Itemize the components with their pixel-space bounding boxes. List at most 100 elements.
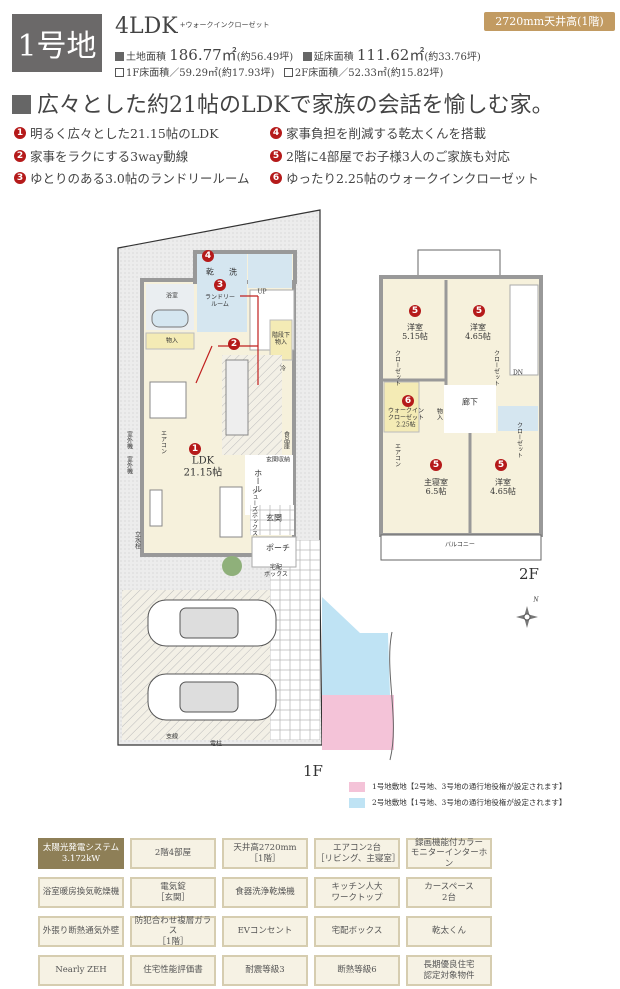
floor-label-2f: 2F (519, 565, 539, 583)
room-label-master: 主寝室 6.5帖 (424, 477, 448, 496)
up-label: UP (257, 288, 267, 296)
storage (145, 332, 195, 350)
outdoor-unit-label: 室外機 (125, 431, 133, 449)
dining-table (149, 381, 187, 419)
feature-text: 家事をラクにする3way動線 (30, 149, 189, 164)
room-label-ldk: LDK 21.15帖 (183, 455, 223, 479)
land-area-tsubo: (約56.49坪) (236, 52, 294, 63)
square-outline-icon (283, 68, 293, 77)
square-outline-icon (115, 68, 124, 77)
toilet-2f (498, 406, 538, 431)
walkway (270, 540, 320, 740)
equipment-grid: 太陽光発電システム 3.172kW 2階4部屋 天井高2720mm ［1階］ エ… (38, 838, 492, 986)
floor-area-tsubo: (約33.76坪) (424, 52, 481, 63)
bathtub (151, 309, 189, 328)
legend-item-lot-2: 2号地敷地【1号地、3号地の通行地役権が設定されます】 (349, 797, 566, 808)
equipment-item: 長期優良住宅 認定対象物件 (406, 955, 492, 986)
shoe-box-label: シューズボックス (250, 488, 258, 536)
room-label-wic: ウォークイン クローゼット 2.25帖 (387, 407, 425, 429)
legend-text: 1号地敷地【2号地、3号地の通行地役権が設定されます】 (372, 782, 567, 791)
faucet-label: 立水栓 (133, 531, 141, 549)
equipment-item: カースペース 2台 (406, 877, 492, 908)
area-row-1: 土地面積 186.77㎡(約56.49坪) 延床面積 111.62㎡(約33.7… (115, 44, 481, 65)
feature-text: 明るく広々とした21.15帖のLDK (30, 126, 219, 141)
marker-1: 1 (189, 443, 201, 455)
equipment-item: 浴室暖房換気乾燥機 (38, 877, 124, 908)
square-icon (302, 52, 312, 61)
compass-north-label: N (533, 596, 539, 604)
marker-2: 2 (228, 338, 240, 350)
f1-area: 1F床面積／59.29㎡(約17.93坪) (126, 68, 275, 79)
equipment-item: エアコン2台 ［リビング、主寝室］ (314, 838, 400, 869)
equipment-item: 太陽光発電システム 3.172kW (38, 838, 124, 869)
room-label-hallway: 廊下 (462, 397, 478, 407)
car-icon (147, 599, 277, 647)
closet-label: クローゼット (393, 350, 401, 386)
square-icon (115, 52, 124, 61)
room-label-wash: 洗 (229, 267, 237, 277)
equipment-item: 乾太くん (406, 916, 492, 947)
legend-item-lot-1: 1号地敷地【2号地、3号地の通行地役権が設定されます】 (349, 781, 566, 792)
lot-2-area (322, 597, 390, 695)
balcony-bottom (380, 534, 542, 561)
area-row-2: 1F床面積／59.29㎡(約17.93坪) 2F床面積／52.33㎡(約15.8… (115, 64, 443, 79)
equipment-item: 宅配ボックス (314, 916, 400, 947)
utility-pole-label: 電柱 (209, 740, 223, 748)
closet-label: クローゼット (492, 350, 500, 386)
equipment-item: 電気錠 ［玄関］ (130, 877, 216, 908)
laundry-room (197, 254, 247, 332)
square-icon (12, 95, 31, 114)
pink-swatch (349, 781, 365, 792)
equipment-item: 2階4部屋 (130, 838, 216, 869)
room-label-storage: 物入 (165, 337, 179, 345)
marker-5: 5 (473, 305, 485, 317)
room-label-western-1: 洋室 5.15帖 (402, 322, 428, 341)
aircon-label-2f: エアコン (393, 443, 401, 467)
room-label-western-2: 洋室 4.65帖 (465, 322, 491, 341)
layout-type: 4LDK+ウォークインクローゼット (115, 14, 270, 39)
number-badge: 6 (270, 171, 282, 184)
room-label-storage-2f: 物入 (435, 408, 443, 420)
room-label-pantry: 食品庫 (282, 431, 290, 449)
compass-icon (516, 606, 538, 628)
marker-5: 5 (495, 459, 507, 471)
floor-area-value: 111.62㎡ (356, 46, 425, 64)
porch (251, 536, 297, 568)
equipment-item: 外張り断熱通気外壁 (38, 916, 124, 947)
car-icon (147, 673, 277, 721)
number-badge: 4 (270, 126, 282, 139)
feature-item: 2 家事をラクにする3way動線 (14, 146, 188, 165)
equipment-item: Nearly ZEH (38, 955, 124, 986)
headline: 広々とした約21帖のLDKで家族の会話を愉しむ家。 (12, 87, 554, 119)
marker-6: 6 (402, 395, 414, 407)
sofa (219, 486, 243, 538)
equipment-item: 住宅性能評価書 (130, 955, 216, 986)
room-label-shoe-storage: 玄関収納 (265, 456, 291, 464)
number-badge: 2 (14, 149, 26, 162)
equipment-item: 天井高2720mm ［1階］ (222, 838, 308, 869)
land-area-label: 土地面積 (126, 52, 166, 63)
number-badge: 3 (14, 171, 26, 184)
room-label-balcony: バルコニー (445, 541, 475, 549)
marker-3: 3 (214, 279, 226, 291)
equipment-item: 耐震等級3 (222, 955, 308, 986)
room-label-laundry: ランドリー ルーム (204, 294, 236, 308)
marker-4: 4 (202, 250, 214, 262)
fridge-label: 冷 (279, 365, 287, 373)
kitchen-counter (225, 359, 249, 436)
walk-in-closet (383, 381, 420, 433)
room-label-hall: ホール (253, 469, 263, 493)
shrub (222, 556, 242, 576)
outdoor-unit-label: 室外機 (125, 456, 133, 474)
guy-wire-label: 支線 (165, 733, 179, 741)
closet-label: クローゼット (515, 422, 523, 458)
delivery-box-label: 宅配 ボックス (264, 564, 288, 578)
aircon-label: エアコン (159, 430, 167, 454)
feature-text: 家事負担を削減する乾太くんを搭載 (286, 126, 487, 141)
room-label-porch: ポーチ (266, 543, 290, 553)
room-label-western-3: 洋室 4.65帖 (490, 477, 516, 496)
headline-text: 広々とした約21帖のLDKで家族の会話を愉しむ家。 (37, 93, 554, 118)
